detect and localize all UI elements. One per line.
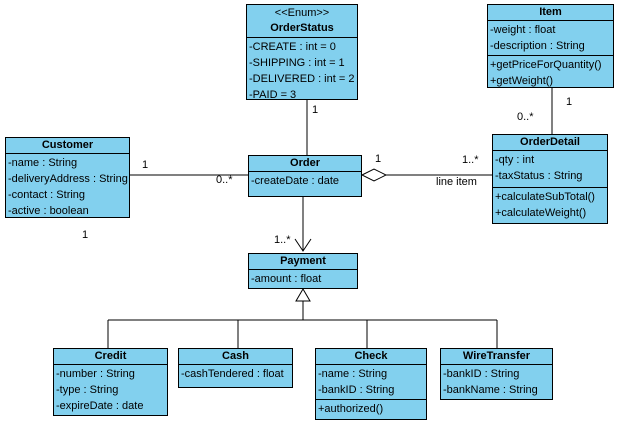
multiplicity-payment-end: 1..* (274, 234, 291, 246)
class-attribute: -weight : float (490, 24, 556, 36)
class-payment-attributes: -amount : float (249, 270, 357, 288)
class-item-attributes: -weight : float -description : String (488, 21, 613, 55)
class-payment[interactable]: Payment -amount : float (248, 253, 358, 289)
multiplicity-customer-end: 1 (142, 159, 149, 171)
class-cash-attributes: -cashTendered : float (179, 365, 292, 387)
multiplicity-detail-top-end: 0..* (517, 111, 534, 123)
class-attribute: -name : String (318, 368, 388, 380)
class-item[interactable]: Item -weight : float -description : Stri… (487, 4, 614, 88)
class-attribute: -CREATE : int = 0 (249, 41, 336, 53)
class-operation: +getPriceForQuantity() (490, 59, 602, 71)
class-customer[interactable]: Customer -name : String -deliveryAddress… (5, 137, 130, 218)
class-check-operations: +authorized() (316, 399, 426, 419)
class-orderdetail-operations: +calculateSubTotal() +calculateWeight() (493, 187, 607, 223)
class-title: OrderDetail (493, 135, 607, 151)
class-title: OrderStatus (270, 22, 334, 34)
class-attribute: -cashTendered : float (181, 368, 284, 380)
class-attribute: -type : String (56, 384, 119, 396)
class-check[interactable]: Check -name : String -bankID : String +a… (315, 348, 427, 420)
class-operation: +calculateWeight() (495, 207, 587, 219)
aggregation-diamond-icon (360, 168, 388, 182)
class-customer-attributes: -name : String -deliveryAddress : String… (6, 154, 129, 217)
class-title: Customer (6, 138, 129, 154)
class-attribute: -number : String (56, 368, 135, 380)
class-attribute: -expireDate : date (56, 400, 144, 412)
class-attribute: -name : String (8, 157, 78, 169)
association-label-line-item: line item (436, 176, 477, 188)
class-attribute: -DELIVERED : int = 2 (249, 73, 355, 85)
class-title: Order (249, 156, 361, 172)
multiplicity-order-end: 0..* (216, 174, 233, 186)
class-wiretransfer-attributes: -bankID : String -bankName : String (441, 365, 552, 399)
class-attribute: -SHIPPING : int = 1 (249, 57, 345, 69)
arrowhead-icon (294, 238, 312, 252)
class-attribute: -bankID : String (443, 368, 520, 380)
class-cash[interactable]: Cash -cashTendered : float (178, 348, 293, 388)
class-attribute: -description : String (490, 40, 585, 52)
multiplicity-aggregation-order-end: 1 (375, 153, 382, 165)
class-operation: +authorized() (318, 403, 384, 415)
class-attribute: -active : boolean (8, 205, 89, 217)
class-orderstatus-attributes: -CREATE : int = 0 -SHIPPING : int = 1 -D… (247, 38, 357, 100)
class-attribute: -PAID = 3 (249, 89, 297, 100)
class-orderdetail-attributes: -qty : int -taxStatus : String (493, 151, 607, 187)
class-credit-attributes: -number : String -type : String -expireD… (54, 365, 167, 415)
class-order-attributes: -createDate : date (249, 172, 361, 196)
stereotype-label: <<Enum>> (274, 7, 330, 19)
class-attribute: -taxStatus : String (495, 170, 583, 182)
class-title: Credit (54, 349, 167, 365)
generalization-triangle-icon (295, 288, 311, 302)
multiplicity-status-order: 1 (312, 104, 319, 116)
class-title: Payment (249, 254, 357, 270)
class-orderstatus[interactable]: <<Enum>> OrderStatus -CREATE : int = 0 -… (246, 4, 358, 100)
class-attribute: -bankName : String (443, 384, 538, 396)
class-attribute: -deliveryAddress : String (8, 173, 128, 185)
class-attribute: -amount : float (251, 273, 322, 285)
class-operation: +calculateSubTotal() (495, 191, 595, 203)
class-attribute: -contact : String (8, 189, 86, 201)
class-attribute: -bankID : String (318, 384, 395, 396)
class-title: Cash (179, 349, 292, 365)
multiplicity-customer-below: 1 (82, 229, 89, 241)
class-check-attributes: -name : String -bankID : String (316, 365, 426, 399)
class-title: Check (316, 349, 426, 365)
class-credit[interactable]: Credit -number : String -type : String -… (53, 348, 168, 416)
multiplicity-aggregation-detail-end: 1..* (462, 154, 479, 166)
class-title: Item (488, 5, 613, 21)
class-item-operations: +getPriceForQuantity() +getWeight() (488, 55, 613, 87)
class-wiretransfer[interactable]: WireTransfer -bankID : String -bankName … (440, 348, 553, 400)
class-orderstatus-header: <<Enum>> OrderStatus (247, 5, 357, 38)
class-operation: +getWeight() (490, 75, 554, 87)
class-orderdetail[interactable]: OrderDetail -qty : int -taxStatus : Stri… (492, 134, 608, 224)
class-title: WireTransfer (441, 349, 552, 365)
multiplicity-item-end: 1 (566, 96, 573, 108)
class-attribute: -qty : int (495, 154, 535, 166)
class-order[interactable]: Order -createDate : date (248, 155, 362, 197)
class-attribute: -createDate : date (251, 175, 340, 187)
